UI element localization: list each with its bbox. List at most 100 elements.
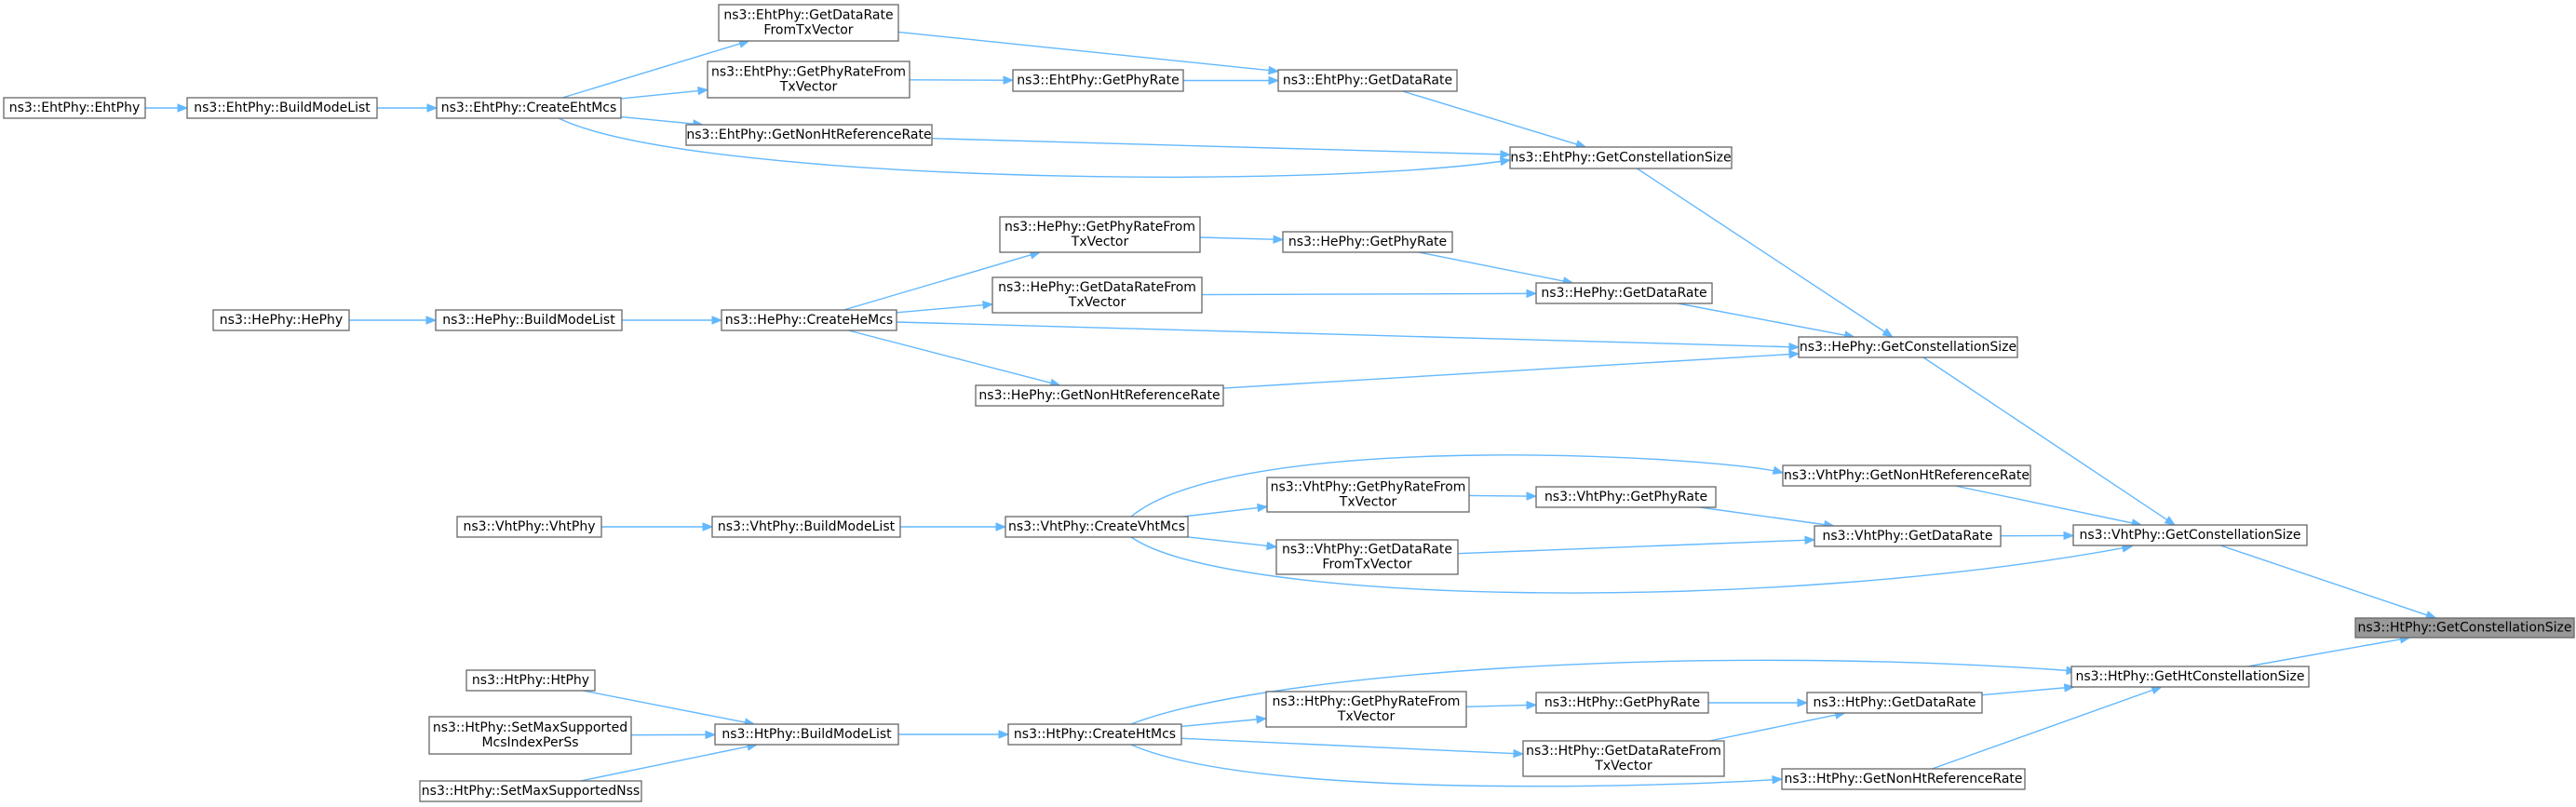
edge-line (583, 690, 746, 723)
node-box (1782, 464, 2031, 487)
node-label: ns3::HtPhy::GetConstellationSize (2357, 621, 2571, 636)
node-label: TxVector (1594, 759, 1652, 773)
node-ht-bml[interactable]: ns3::HtPhy::BuildModeList (714, 723, 899, 746)
node-box (1781, 768, 2026, 790)
node-label: ns3::EhtPhy::GetConstellationSize (1510, 151, 1731, 166)
node-ht-nht[interactable]: ns3::HtPhy::GetNonHtReferenceRate (1781, 768, 2026, 790)
node-label: ns3::EhtPhy::GetNonHtReferenceRate (686, 128, 931, 142)
node-box (3, 97, 146, 119)
node-box (1007, 723, 1182, 746)
node-ht-gcs[interactable]: ns3::HtPhy::GetConstellationSize (2354, 617, 2575, 639)
node-he-ctor[interactable]: ns3::HePhy::HePhy (212, 309, 350, 331)
node-ht-cm[interactable]: ns3::HtPhy::CreateHtMcs (1007, 723, 1182, 746)
node-eht-bml[interactable]: ns3::EhtPhy::BuildModeList (186, 97, 378, 119)
edge-line (620, 89, 699, 100)
node-he-bml[interactable]: ns3::HePhy::BuildModeList (435, 309, 623, 331)
node-label: ns3::EhtPhy::GetDataRate (723, 8, 893, 23)
node-vht-gcs[interactable]: ns3::VhtPhy::GetConstellationSize (2072, 524, 2308, 546)
edge-line (1201, 292, 1528, 296)
edge-line (1981, 687, 2065, 696)
node-vht-ctor[interactable]: ns3::VhtPhy::VhtPhy (456, 516, 602, 538)
node-label: ns3::EhtPhy::GetPhyRateFrom (711, 65, 906, 80)
node-ht-gdr[interactable]: ns3::HtPhy::GetDataRate (1806, 692, 1983, 714)
node-vht-bml[interactable]: ns3::VhtPhy::BuildModeList (711, 516, 901, 538)
node-box (435, 309, 623, 331)
arrowhead (711, 316, 723, 325)
arrowhead (702, 522, 714, 531)
node-box (186, 97, 378, 119)
node-label: ns3::HtPhy::GetPhyRateFrom (1273, 694, 1461, 709)
call-edge-eht_gprtx-to-eht_gpr (909, 75, 1015, 85)
edge-line (1468, 494, 1528, 497)
node-ht-ctor[interactable]: ns3::HtPhy::HtPhy (465, 669, 596, 692)
edge-line (620, 115, 694, 125)
edge-line (1709, 714, 1837, 742)
node-ht-smsn[interactable]: ns3::HtPhy::SetMaxSupportedNss (419, 780, 642, 802)
node-label: ns3::VhtPhy::CreateVhtMcs (1008, 519, 1185, 534)
node-box (2070, 666, 2310, 688)
call-edge-he_gpr-to-he_gdr (1418, 251, 1574, 286)
call-edge-ht_gpr-to-ht_gdr (1708, 698, 1809, 707)
node-eht-gpr[interactable]: ns3::EhtPhy::GetPhyRate (1012, 69, 1184, 92)
node-ht-gpr[interactable]: ns3::HtPhy::GetPhyRate (1535, 692, 1709, 714)
edge-line (580, 746, 749, 782)
node-label: TxVector (779, 80, 838, 95)
edge-line (1199, 236, 1275, 240)
node-label: ns3::HtPhy::GetDataRateFrom (1526, 744, 1721, 759)
node-label: ns3::HePhy::GetConstellationSize (1800, 340, 2016, 355)
arrowhead (697, 86, 709, 96)
arrowhead (1268, 65, 1280, 75)
node-he-gdr[interactable]: ns3::HePhy::GetDataRate (1535, 282, 1713, 304)
node-label: ns3::HePhy::HePhy (220, 313, 343, 328)
node-eht-ctor[interactable]: ns3::EhtPhy::EhtPhy (3, 97, 146, 119)
node-he-nht[interactable]: ns3::HePhy::GetNonHtReferenceRate (975, 384, 1224, 407)
node-label: ns3::HePhy::GetPhyRateFrom (1005, 220, 1195, 235)
arrowhead (2063, 531, 2075, 541)
edge-line (1130, 536, 2133, 594)
node-box (1535, 692, 1709, 714)
node-box (1522, 740, 1725, 777)
node-label: ns3::EhtPhy::BuildModeList (194, 101, 371, 115)
node-eht-nht[interactable]: ns3::EhtPhy::GetNonHtReferenceRate (685, 124, 933, 146)
node-vht-cm[interactable]: ns3::VhtPhy::CreateVhtMcs (1005, 516, 1189, 538)
arrowhead (426, 103, 438, 113)
node-vht-gpr[interactable]: ns3::VhtPhy::GetPhyRate (1535, 486, 1717, 508)
arrowhead (1788, 349, 1801, 359)
edge-line (843, 254, 1032, 311)
node-he-cm[interactable]: ns3::HePhy::CreateHeMcs (721, 309, 897, 331)
node-label: ns3::VhtPhy::GetConstellationSize (2080, 528, 2301, 543)
edge-line (1130, 744, 1783, 787)
node-vht-gdr[interactable]: ns3::VhtPhy::GetDataRate (1814, 525, 2002, 547)
node-label: ns3::HtPhy::SetMaxSupportedNss (422, 784, 640, 799)
node-vht-nht[interactable]: ns3::VhtPhy::GetNonHtReferenceRate (1782, 464, 2031, 487)
call-edge-ht_smsmi-to-ht_bml (630, 730, 717, 740)
edge-line (558, 117, 1511, 178)
node-he-gcs[interactable]: ns3::HePhy::GetConstellationSize (1798, 336, 2018, 358)
node-eht-cm[interactable]: ns3::EhtPhy::CreateEhtMcs (436, 97, 622, 119)
node-eht-gcs[interactable]: ns3::EhtPhy::GetConstellationSize (1509, 146, 1733, 169)
node-label: ns3::HePhy::GetDataRate (1541, 286, 1706, 301)
node-he-gpr[interactable]: ns3::HePhy::GetPhyRate (1282, 231, 1453, 253)
edge-line (1637, 168, 1885, 333)
node-box (1277, 69, 1458, 92)
call-edge-he_gdr-to-he_gcs (1678, 303, 1855, 340)
edge-line (897, 31, 1270, 72)
call-edge-vht_gpr-to-vht_gdr (1699, 506, 1836, 530)
edge-line (1457, 539, 1806, 555)
edge-line (1465, 704, 1528, 707)
node-ht-ghtcs[interactable]: ns3::HtPhy::GetHtConstellationSize (2070, 666, 2310, 688)
edge-line (1182, 506, 1259, 518)
node-label: FromTxVector (1322, 558, 1411, 572)
node-eht-gdr[interactable]: ns3::EhtPhy::GetDataRate (1277, 69, 1458, 92)
node-box (1535, 282, 1713, 304)
node-label: ns3::VhtPhy::GetPhyRate (1544, 490, 1707, 504)
